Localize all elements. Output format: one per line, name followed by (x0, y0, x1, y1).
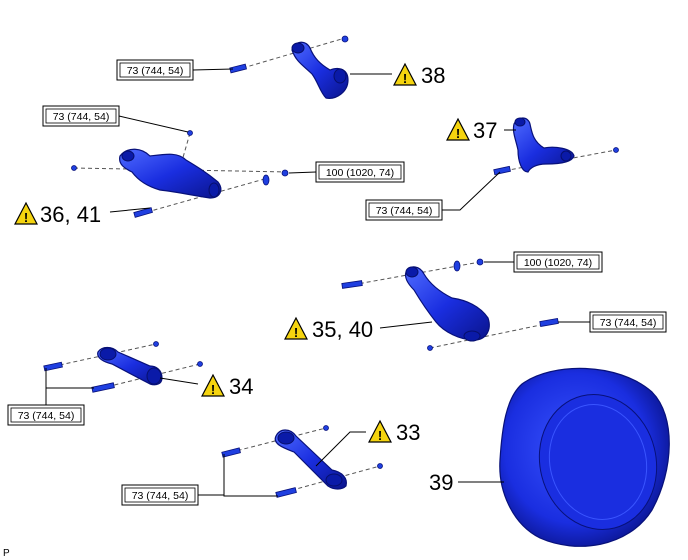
tire-face (538, 394, 658, 530)
bushing (325, 473, 343, 487)
bushing (333, 68, 347, 84)
bushing (208, 182, 220, 198)
leader-line (118, 115, 189, 133)
bushing (99, 347, 117, 361)
bushing (405, 266, 419, 278)
nut (476, 258, 484, 266)
part-37-group: 73 (744, 54) ! 37 (365, 117, 619, 221)
torque-spec-36-top: 73 (744, 54) (53, 111, 110, 123)
torque-box-inner (318, 164, 402, 180)
leader-line (288, 171, 317, 174)
callout-33: 33 (396, 420, 420, 445)
bushing (514, 117, 526, 127)
svg-text:!: ! (403, 71, 407, 86)
part-39-group: 39 (429, 367, 670, 547)
bolt (91, 382, 115, 393)
torque-box-inner (516, 254, 600, 270)
torque-box-inner (592, 314, 664, 330)
bolt (133, 207, 153, 218)
bolt (229, 63, 247, 74)
bushing (463, 330, 481, 342)
torque-box-inner (45, 108, 117, 124)
torque-box-inner (368, 202, 440, 218)
torque-spec-35-top: 100 (1020, 74) (524, 257, 592, 269)
bolt (43, 361, 63, 372)
svg-text:!: ! (456, 126, 460, 141)
bolt-axis-line (235, 37, 346, 71)
nut (71, 165, 77, 171)
bolt (341, 280, 363, 289)
svg-text:!: ! (211, 382, 215, 397)
nut (377, 463, 383, 469)
lower-arm-35 (404, 266, 490, 341)
torque-spec-36-right: 100 (1020, 74) (326, 167, 394, 179)
nut (153, 341, 159, 347)
leader-line (223, 454, 278, 497)
torque-box-inner (124, 487, 196, 503)
control-rod-33 (274, 429, 347, 490)
bolt (221, 447, 241, 458)
svg-text:!: ! (378, 428, 382, 443)
svg-text:!: ! (294, 325, 298, 340)
leader-line (379, 321, 433, 329)
warning-icon: ! (14, 201, 38, 225)
leader-line (109, 207, 151, 213)
bolt-axis-line (429, 321, 556, 349)
bolt (275, 487, 297, 498)
warning-icon: ! (284, 316, 308, 340)
part-38-group: 73 (744, 54) ! 38 (116, 35, 445, 99)
washer (453, 260, 461, 272)
figure-mark: P (3, 548, 10, 559)
torque-spec-37: 73 (744, 54) (376, 205, 433, 217)
bushing (121, 150, 135, 162)
warning-icon: ! (201, 373, 225, 397)
part-34-group: 73 (744, 54) ! 34 (7, 341, 253, 426)
warning-icon: ! (446, 117, 470, 141)
torque-box-34 (7, 404, 85, 426)
callout-39: 39 (429, 470, 453, 495)
nut (341, 35, 349, 43)
torque-spec-38: 73 (744, 54) (127, 65, 184, 77)
torque-spec-33: 73 (744, 54) (132, 490, 189, 502)
leader-line (442, 171, 501, 211)
upper-arm-38 (291, 41, 349, 99)
leader-line (192, 68, 234, 71)
callout-37: 37 (473, 118, 497, 143)
part-36-group: 73 (744, 54) 100 (1020, 74) ! 36, 41 (14, 105, 405, 227)
torque-box-inner (119, 62, 191, 78)
nut (197, 361, 203, 367)
bolt (539, 318, 559, 327)
nut (281, 169, 289, 177)
washer (262, 174, 270, 186)
bolt-axis-line (497, 149, 617, 173)
torque-spec-35-right: 73 (744, 54) (600, 317, 657, 329)
callout-35-40: 35, 40 (312, 317, 373, 342)
nut (323, 425, 329, 431)
bushing (277, 431, 295, 445)
bushing (291, 42, 305, 54)
part-33-group: 73 (744, 54) ! 33 (121, 419, 420, 506)
callout-38: 38 (421, 63, 445, 88)
bolt (493, 165, 511, 176)
svg-text:!: ! (24, 210, 28, 225)
nut (427, 345, 433, 351)
callout-34: 34 (229, 374, 253, 399)
tire-bead (548, 404, 648, 520)
nut (187, 130, 193, 136)
warning-icon: ! (393, 62, 417, 86)
torque-box-inner (10, 407, 82, 423)
torque-spec-34: 73 (744, 54) (18, 410, 75, 422)
leader-line (315, 431, 366, 467)
warning-icon: ! (368, 419, 392, 443)
lower-arm-36 (119, 148, 222, 199)
bushing (560, 150, 572, 162)
leader-line (159, 377, 199, 385)
bushing (146, 367, 162, 385)
small-arm-37 (512, 117, 575, 173)
callout-36-41: 36, 41 (40, 202, 101, 227)
part-35-group: 100 (1020, 74) 73 (744, 54) ! 35, 40 (284, 251, 667, 351)
nut (613, 147, 619, 153)
